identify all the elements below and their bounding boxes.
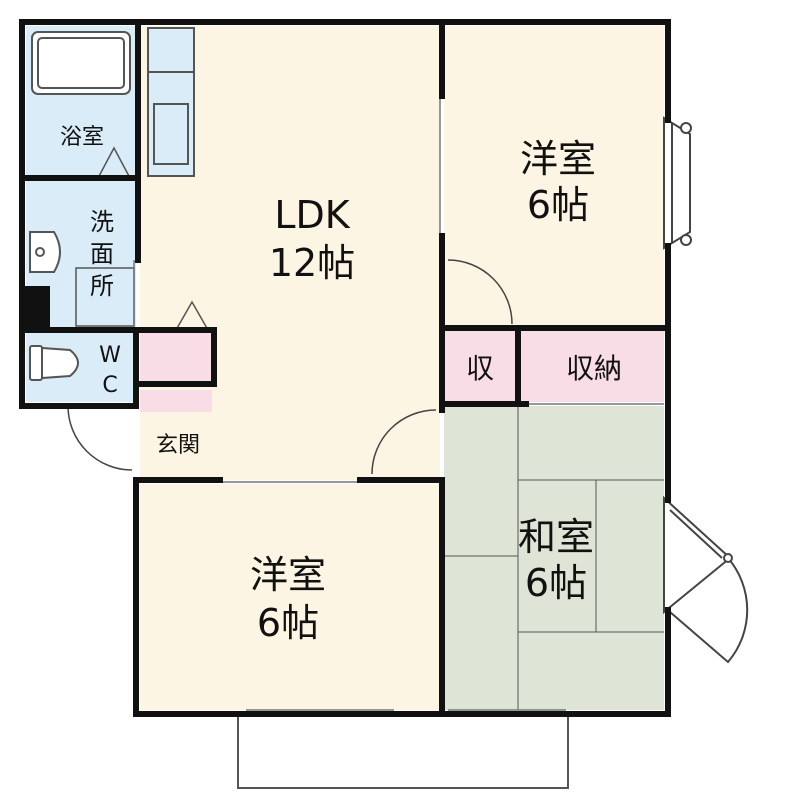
japanese-room-name: 和室: [518, 515, 594, 559]
triangle-marks: [97, 146, 209, 331]
side-window: [663, 495, 749, 664]
western-room-2: [140, 484, 440, 710]
entrance-label: 玄関: [156, 433, 200, 458]
japanese-room: [444, 406, 664, 710]
washroom-label-3: 所: [90, 272, 114, 300]
western-room-2-name: 洋室: [250, 553, 326, 597]
japanese-room-size: 6帖: [525, 561, 587, 605]
western-room-1-name: 洋室: [520, 137, 596, 181]
toilet: [29, 345, 79, 381]
balcony: [237, 711, 569, 789]
western-room-1: [444, 26, 664, 326]
wc-label-1: W: [99, 343, 121, 368]
bath-label: 浴室: [60, 125, 104, 150]
closet-large-label: 収納: [566, 352, 622, 385]
western-room-1-size: 6帖: [527, 183, 589, 227]
wc-label-2: C: [102, 373, 117, 398]
western-room-2-size: 6帖: [257, 601, 319, 645]
bathtub: [31, 31, 131, 95]
entrance-step: [140, 332, 212, 382]
closet-small: [444, 330, 516, 402]
washroom-label-1: 洗: [90, 208, 114, 236]
washer-space: [75, 267, 135, 327]
washbasin: [29, 231, 61, 273]
tatami-lines: [444, 406, 664, 710]
door-swings: [67, 259, 513, 475]
walls: [19, 19, 671, 717]
wall-pillar: [22, 286, 50, 330]
washroom-label-2: 面: [90, 240, 114, 268]
closet-large: [520, 330, 664, 402]
ldk-name: LDK: [274, 193, 350, 237]
closet-small-label: 収: [466, 352, 494, 385]
ldk-size: 12帖: [269, 241, 355, 285]
entrance-tile: [140, 390, 212, 412]
kitchen-counter: [147, 27, 195, 177]
bay-window: [663, 116, 692, 250]
